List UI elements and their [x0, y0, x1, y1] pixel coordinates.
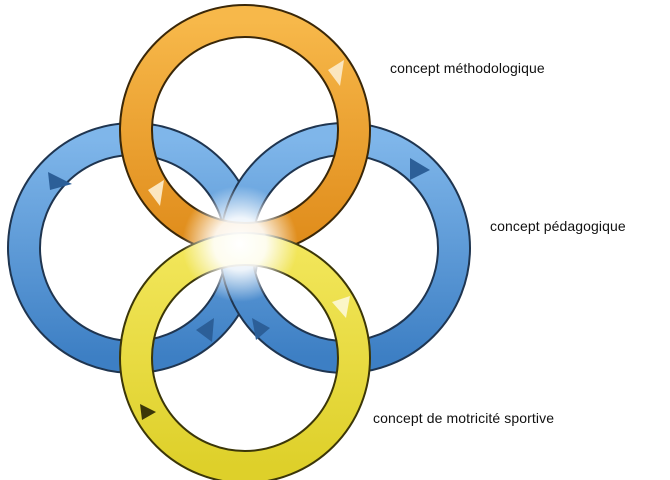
label-concept-motricite-sportive: concept de motricité sportive	[373, 410, 554, 426]
center-glow	[182, 186, 298, 302]
label-concept-methodologique: concept méthodologique	[390, 60, 545, 76]
label-concept-pedagogique: concept pédagogique	[490, 218, 626, 234]
